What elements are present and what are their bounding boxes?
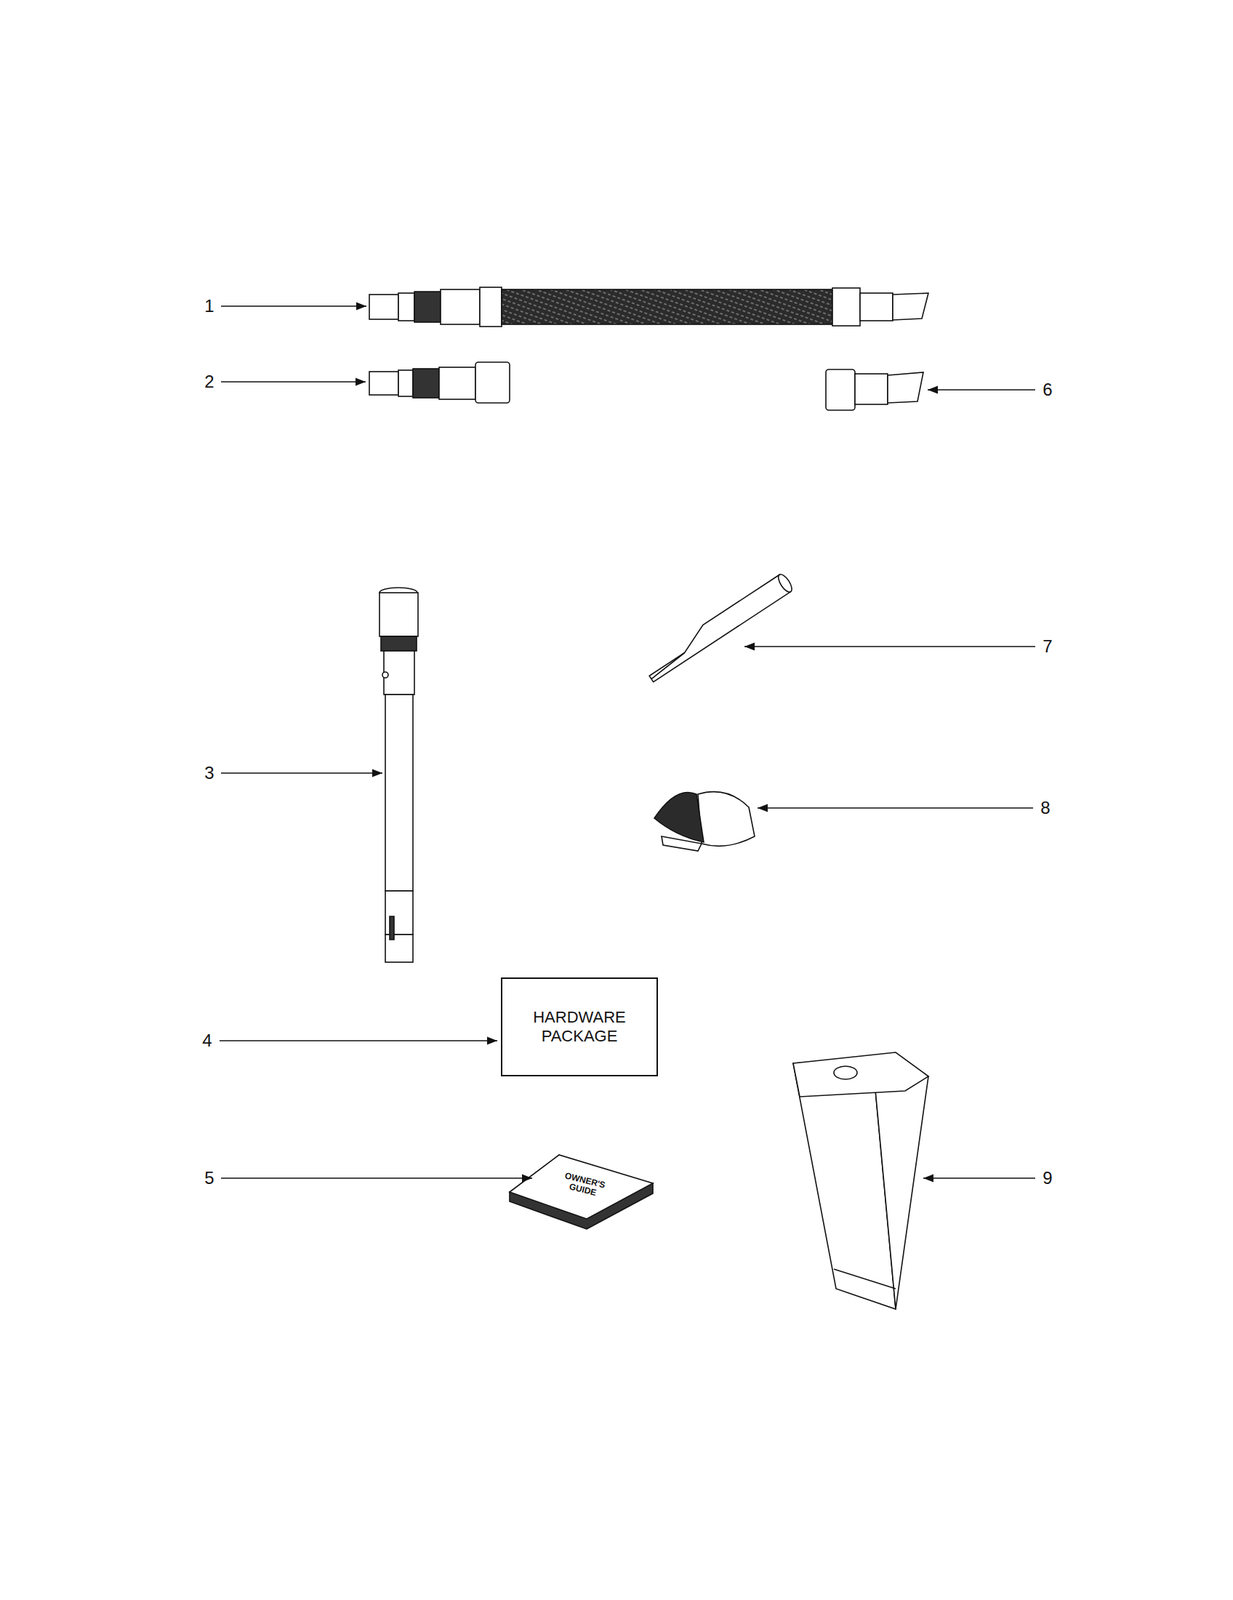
hose-grip — [414, 291, 441, 323]
package-label: HARDWARE PACKAGE — [521, 1007, 638, 1047]
wand-latch — [389, 916, 395, 940]
end-tip — [887, 372, 924, 403]
bag-side — [872, 1057, 929, 1309]
crevice-mouth — [775, 572, 794, 594]
callout-number: 2 — [204, 371, 214, 392]
owners-guide-book — [509, 1154, 653, 1229]
leader-line — [927, 388, 1036, 391]
hose-collar — [479, 287, 502, 327]
leader-line — [757, 806, 1034, 809]
bag-seam — [833, 1268, 896, 1289]
crevice-slot — [649, 652, 687, 679]
bag-collar — [793, 1051, 929, 1097]
dusting-brush — [654, 791, 755, 851]
wand-body — [383, 650, 415, 695]
leader-line — [221, 1177, 533, 1179]
parts — [369, 287, 929, 1309]
callout-number: 8 — [1040, 797, 1050, 818]
callout-number: 3 — [204, 762, 214, 783]
hose-end-left — [369, 362, 510, 403]
leader-line — [744, 645, 1036, 648]
wand-thread — [380, 636, 417, 651]
leader-line — [219, 1039, 498, 1042]
end-ring — [398, 370, 413, 397]
end-cuff — [369, 371, 399, 395]
brush-body — [697, 791, 755, 847]
end-socket — [825, 369, 855, 411]
end-body — [854, 373, 888, 405]
callout-number: 9 — [1042, 1167, 1052, 1188]
leader-line — [221, 772, 383, 774]
hose-corrugated — [501, 289, 833, 325]
wand-cap — [379, 592, 419, 637]
callout-number: 5 — [204, 1167, 214, 1188]
hose-end-right — [825, 369, 924, 411]
end-socket — [475, 362, 510, 403]
wand-body — [385, 694, 413, 891]
leader-line — [923, 1177, 1036, 1179]
end-collar — [439, 367, 476, 400]
hose-ring — [398, 292, 415, 321]
end-grip — [412, 368, 440, 398]
hose-collar — [440, 289, 480, 325]
callout-number: 1 — [204, 295, 214, 317]
leader-line — [221, 380, 366, 383]
callout-number: 6 — [1042, 379, 1052, 400]
hose-cuff — [369, 294, 399, 320]
crevice-body — [641, 574, 791, 682]
book-cover — [509, 1154, 653, 1219]
hose-end — [860, 292, 893, 321]
hose-assembly — [369, 287, 929, 327]
leaders — [219, 306, 1036, 1178]
package-box: HARDWARE PACKAGE — [500, 977, 658, 1076]
hose-tip — [892, 292, 929, 320]
wand-button — [382, 671, 389, 678]
wand — [379, 587, 419, 962]
crevice-tool — [641, 572, 794, 682]
leader-line — [221, 305, 367, 307]
dust-bag — [793, 1051, 929, 1309]
bag-opening — [833, 1065, 858, 1079]
hose-collar — [832, 287, 861, 326]
callout-number: 7 — [1042, 636, 1052, 657]
brush-bristles — [654, 791, 704, 842]
callout-number: 4 — [202, 1030, 212, 1051]
